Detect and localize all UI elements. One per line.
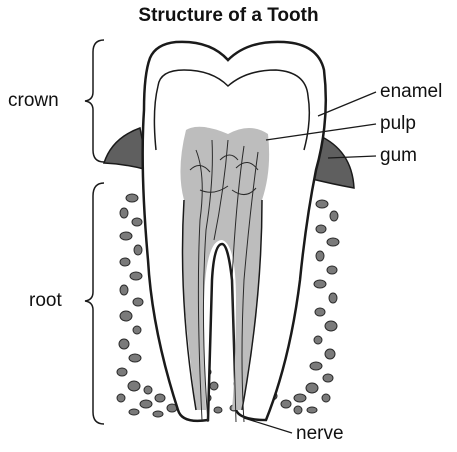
root-bracket xyxy=(84,182,105,425)
label-crown: crown xyxy=(8,90,59,111)
pulp-chamber xyxy=(180,126,270,411)
label-nerve: nerve xyxy=(296,423,344,444)
crown-bracket xyxy=(84,39,105,163)
enamel-inner-line xyxy=(157,69,311,151)
nerve-leader xyxy=(243,417,293,434)
enamel-inner-line-left xyxy=(153,85,159,151)
enamel-leader xyxy=(317,91,377,117)
pulp-leader xyxy=(265,123,377,141)
gum-leader xyxy=(327,155,377,159)
diagram-title: Structure of a Tooth xyxy=(138,5,319,26)
label-enamel: enamel xyxy=(380,81,443,102)
label-root: root xyxy=(29,290,62,311)
gum-left xyxy=(102,126,149,172)
label-gum: gum xyxy=(380,145,417,166)
label-pulp: pulp xyxy=(380,113,416,134)
nerve-fibers xyxy=(189,139,259,423)
